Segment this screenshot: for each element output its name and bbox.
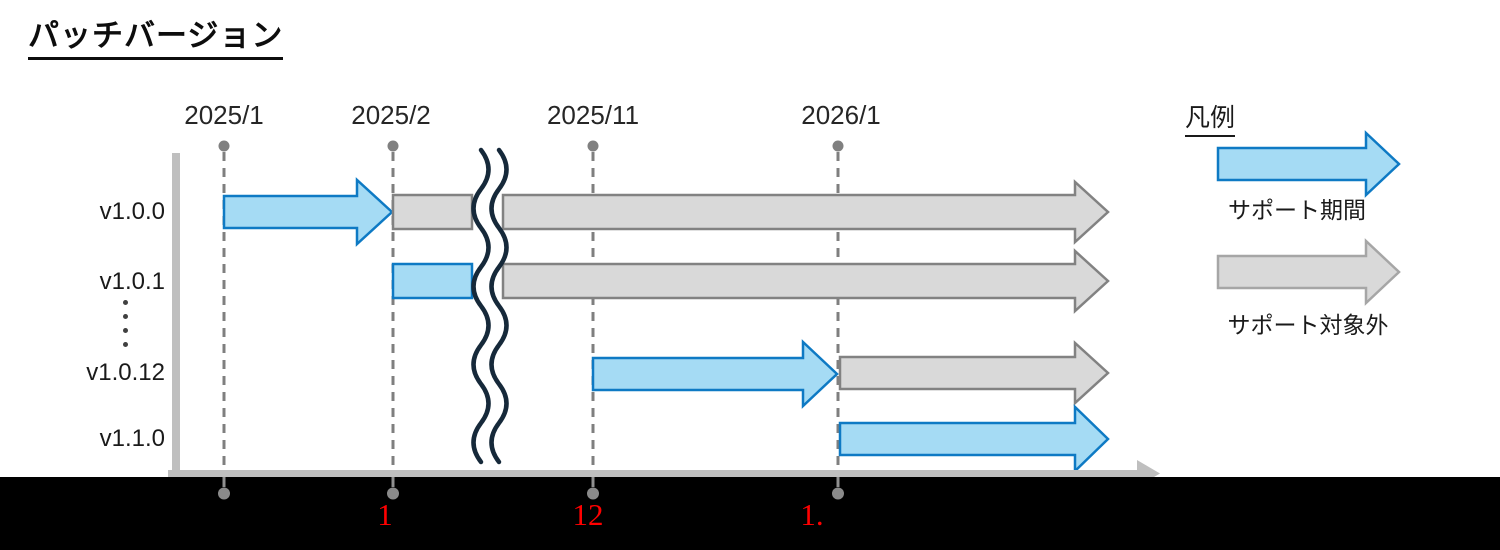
date-label-2026-1: 2026/1 [801,100,881,130]
ellipsis-dot [123,300,128,305]
v1-0-0-support-arrow [222,177,394,247]
row-label-v1-0-1: v1.0.1 [99,268,165,295]
ellipsis-dot [123,342,128,347]
legend-unsupported-arrow [1216,238,1401,306]
ellipsis-dot [123,314,128,319]
v1-0-12-support-arrow [591,339,839,409]
v1-1-0-support-arrow [838,404,1110,474]
v1-0-1-unsupported-arrow [501,248,1110,314]
bottom-marker-2025-1 [218,487,230,500]
y-axis-line [172,153,180,477]
legend-support-arrow [1216,130,1401,198]
v1-0-1-support-bar [391,262,474,300]
bottom-marker-2025-11 [587,487,599,500]
date-label-2025-1: 2025/1 [184,100,264,130]
x-axis-line [168,470,1137,477]
top-marker-2026-1 [832,140,844,152]
red-annotation-2025-11: 12 [572,497,604,532]
v1-0-0-unsupported-arrow [501,179,1110,245]
legend-label-support: サポート期間 [1228,197,1366,223]
legend-label-unsupported: サポート対象外 [1227,312,1389,338]
ellipsis-dots [123,300,128,356]
page-title: パッチバージョン [28,10,284,60]
bottom-marker-2025-2 [387,487,399,500]
ellipsis-dot [123,328,128,333]
legend-title: 凡例 [1185,98,1236,137]
date-label-2025-11: 2025/11 [546,100,640,130]
red-annotation-2025-2: 1 [377,497,393,532]
time-break-wave-left [471,147,491,465]
bottom-black-bar [0,477,1500,550]
red-annotation-2026-1: 1. [800,497,824,532]
time-break-wave-right [489,147,509,465]
bottom-marker-2026-1 [832,487,844,500]
v1-0-12-unsupported-arrow [838,340,1110,406]
v1-0-0-unsupported-bar-left [391,193,474,231]
top-marker-2025-11 [587,140,599,152]
date-label-2025-2: 2025/2 [351,100,431,130]
row-label-v1-0-12: v1.0.12 [86,359,165,386]
row-label-v1-1-0: v1.1.0 [99,425,165,452]
top-marker-2025-2 [387,140,399,152]
row-label-v1-0-0: v1.0.0 [99,198,165,225]
top-marker-2025-1 [218,140,230,152]
